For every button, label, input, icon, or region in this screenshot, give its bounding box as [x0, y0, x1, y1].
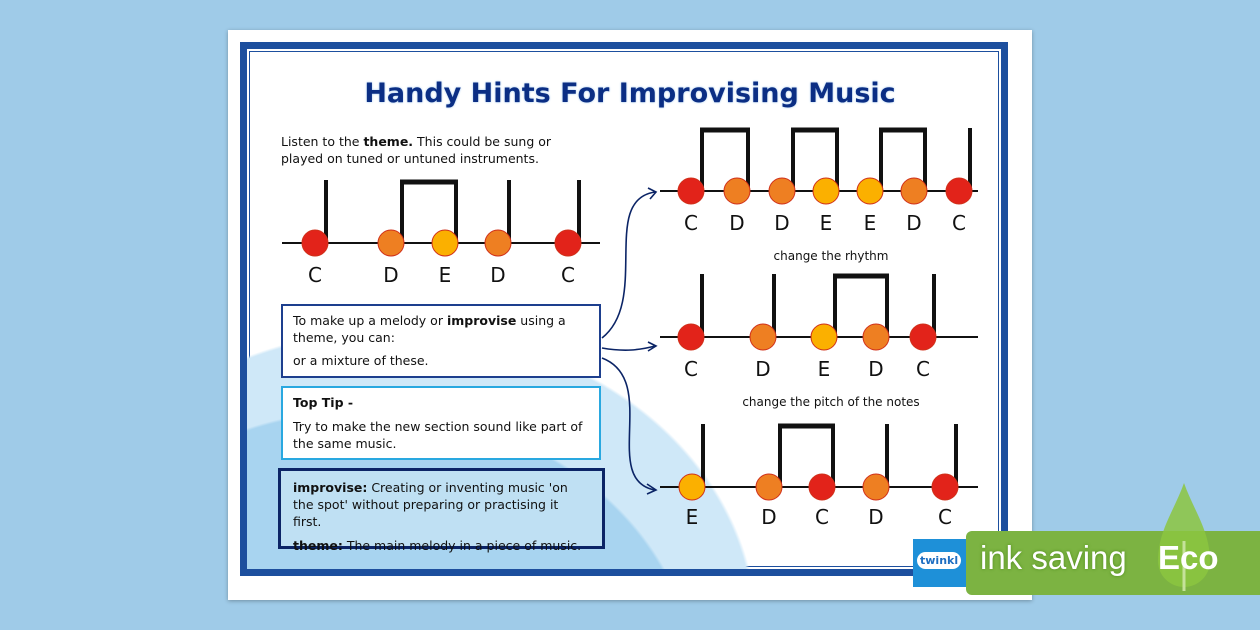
note-letter: D — [755, 357, 770, 381]
note-C — [909, 323, 937, 351]
note-letter: E — [686, 505, 699, 529]
note-D — [484, 229, 512, 257]
glossary-improvise: improvise: Creating or inventing music '… — [293, 479, 590, 530]
note-letter: C — [561, 263, 575, 287]
note-letter: C — [308, 263, 322, 287]
note-C — [808, 473, 836, 501]
note-D — [862, 323, 890, 351]
note-letter: E — [818, 357, 831, 381]
note-E — [812, 177, 840, 205]
arrow-to-mixture — [601, 357, 656, 491]
note-letter: D — [729, 211, 744, 235]
note-letter: D — [774, 211, 789, 235]
note-D — [377, 229, 405, 257]
note-letter: C — [952, 211, 966, 235]
arrow-to-rhythm — [601, 191, 656, 339]
note-letter: C — [938, 505, 952, 529]
leaf-drop-icon — [1158, 483, 1210, 591]
note-E — [810, 323, 838, 351]
note-C — [677, 323, 705, 351]
note-C — [301, 229, 329, 257]
glossary-term: theme: — [293, 538, 343, 553]
note-D — [900, 177, 928, 205]
glossary-term: improvise: — [293, 480, 368, 495]
glossary-theme: theme: The main melody in a piece of mus… — [293, 537, 590, 554]
twinkl-logo: twinkl — [913, 539, 968, 587]
note-E — [431, 229, 459, 257]
top-tip-heading: Top Tip - — [293, 395, 354, 410]
eco-badge: ink saving Eco — [966, 483, 1260, 595]
note-letter: E — [439, 263, 452, 287]
note-letter: E — [864, 211, 877, 235]
glossary-def: Creating or inventing music 'on the spot… — [293, 480, 568, 529]
eco-label: Eco — [1158, 539, 1219, 576]
note-D — [755, 473, 783, 501]
improvise-box: To make up a melody or improvise using a… — [281, 304, 601, 378]
note-letter: D — [761, 505, 776, 529]
page-title: Handy Hints For Improvising Music — [364, 78, 896, 109]
glossary-box: improvise: Creating or inventing music '… — [278, 468, 605, 553]
box-pre: To make up a melody or — [293, 313, 447, 328]
note-C — [554, 229, 582, 257]
arrows — [601, 187, 658, 495]
note-letter: E — [820, 211, 833, 235]
twinkl-logo-text: twinkl — [917, 552, 962, 569]
note-E — [856, 177, 884, 205]
glossary-def: The main melody in a piece of music. — [342, 538, 582, 553]
note-letter: C — [684, 211, 698, 235]
note-letter: D — [868, 357, 883, 381]
box-line2: or a mixture of these. — [293, 353, 429, 368]
note-D — [723, 177, 751, 205]
top-tip-text: Try to make the new section sound like p… — [293, 419, 583, 451]
note-letter: C — [916, 357, 930, 381]
top-tip-box: Top Tip - Try to make the new section so… — [281, 386, 601, 460]
intro-post: This could be sung or played on tuned or… — [281, 134, 552, 166]
box-bold: improvise — [446, 313, 517, 328]
note-letter: C — [684, 357, 698, 381]
arrowheads — [646, 187, 658, 495]
note-C — [931, 473, 959, 501]
note-E — [678, 473, 706, 501]
note-C — [677, 177, 705, 205]
note-letter: D — [906, 211, 921, 235]
note-letter: C — [815, 505, 829, 529]
arrow-to-pitch — [601, 345, 656, 351]
note-D — [768, 177, 796, 205]
note-letter: D — [868, 505, 883, 529]
ink-saving-label: ink saving — [980, 539, 1127, 576]
intro-pre: Listen to the — [281, 134, 364, 149]
intro-text: Listen to the theme. This could be sung … — [281, 133, 581, 167]
staff-caption: change the rhythm — [774, 249, 889, 263]
note-letter: D — [383, 263, 398, 287]
intro-bold: theme. — [363, 134, 414, 149]
note-C — [945, 177, 973, 205]
note-letter: D — [490, 263, 505, 287]
note-D — [862, 473, 890, 501]
note-D — [749, 323, 777, 351]
staff-caption: change the pitch of the notes — [742, 395, 919, 409]
box-post: using a theme, you can: — [293, 313, 566, 345]
